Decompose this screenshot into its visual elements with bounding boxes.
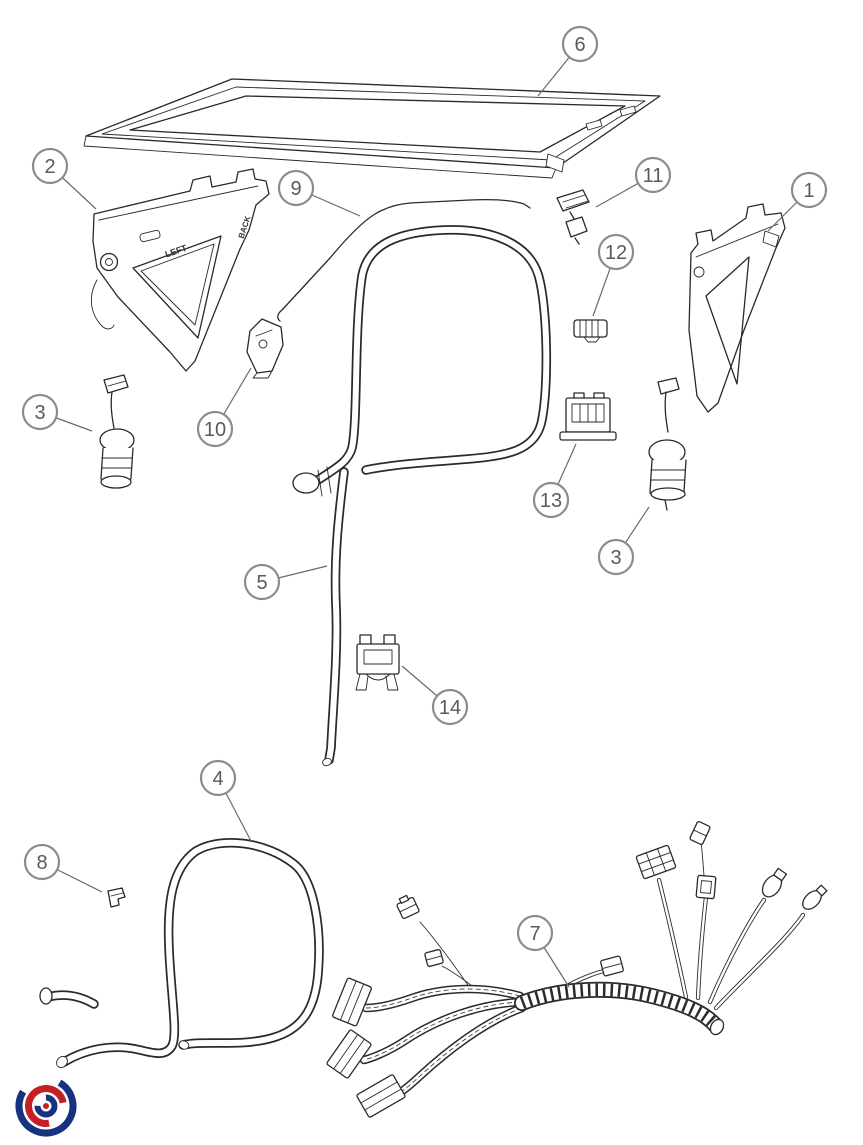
callouts: 6 2 1 9 11 12 3: [21, 25, 828, 988]
callout-label: 3: [610, 547, 621, 569]
callout-circle: [23, 843, 61, 881]
callout-4[interactable]: 4: [199, 759, 252, 842]
callout-6[interactable]: 6: [537, 25, 599, 97]
part-7-wiring-harness: [326, 820, 828, 1118]
callout-3-left[interactable]: 3: [21, 393, 93, 432]
part-11-fastener: [556, 189, 590, 245]
harness-plug-left-1: [396, 894, 420, 920]
harness-plug-round-2: [802, 884, 828, 910]
callout-label: 2: [44, 156, 55, 178]
callout-14[interactable]: 14: [401, 665, 469, 726]
callout-circle: [516, 914, 554, 952]
callout-circle: [532, 481, 570, 519]
callout-label: 6: [574, 34, 585, 56]
callout-label: 5: [256, 572, 267, 594]
callout-circle: [277, 169, 315, 207]
callout-circle: [21, 393, 59, 431]
harness-connector-multipin: [635, 844, 677, 880]
harness-connector-small-mid: [600, 955, 624, 977]
brand-logo: [15, 1075, 77, 1137]
callout-13[interactable]: 13: [532, 443, 577, 519]
part-13-connector: [559, 392, 617, 441]
callout-label: 4: [212, 768, 223, 790]
callout-7[interactable]: 7: [516, 914, 570, 988]
callout-circle: [243, 563, 281, 601]
callout-circle: [199, 759, 237, 797]
part-5-drain-hose: [292, 225, 552, 767]
harness-plug-round-1: [761, 867, 788, 898]
callout-1[interactable]: 1: [767, 171, 828, 232]
callout-3-right[interactable]: 3: [597, 506, 650, 576]
callout-label: 3: [34, 402, 45, 424]
callout-label: 8: [36, 852, 47, 874]
callout-label: 9: [290, 178, 301, 200]
callout-circle: [196, 410, 234, 448]
callout-label: 11: [643, 165, 664, 187]
part-12-clip: [573, 319, 608, 343]
part-6-glass-panel: [83, 78, 661, 179]
part-10-bracket-small: [246, 318, 284, 379]
harness-ribbon-connector-3: [356, 1074, 406, 1118]
callout-label: 12: [605, 242, 627, 264]
harness-ribbon-connector-2: [326, 1029, 372, 1079]
part-8-clip-small: [107, 887, 126, 908]
callout-label: 7: [529, 923, 540, 945]
harness-ribbon-connector-1: [332, 977, 372, 1027]
part-1-bracket-right: [688, 203, 786, 413]
callout-10[interactable]: 10: [196, 367, 252, 448]
callout-9[interactable]: 9: [277, 169, 361, 217]
part-2-bracket-left: LEFT BACK: [91, 168, 270, 372]
callout-label: 14: [439, 697, 461, 719]
callout-12[interactable]: 12: [592, 233, 635, 317]
callout-circle: [31, 147, 69, 185]
harness-plug-left-2: [424, 948, 444, 968]
callout-circle: [597, 233, 635, 271]
part-3-motor-right: [648, 377, 687, 511]
callout-circle: [597, 538, 635, 576]
callout-label: 1: [803, 180, 814, 202]
harness-connector-mid: [695, 874, 717, 900]
callout-5[interactable]: 5: [243, 563, 328, 601]
callout-label: 10: [204, 419, 226, 441]
callout-2[interactable]: 2: [31, 147, 97, 210]
callout-circle: [790, 171, 828, 209]
part-3-motor-left: [99, 374, 135, 489]
callout-circle: [634, 156, 672, 194]
part-14-clip-bracket: [355, 634, 400, 691]
callout-11[interactable]: 11: [595, 156, 672, 208]
callout-circle: [431, 688, 469, 726]
callout-8[interactable]: 8: [23, 843, 103, 893]
part-4-drain-tube: [39, 837, 324, 1069]
part-9-guide-rod: [277, 198, 531, 322]
harness-connector-top: [689, 820, 711, 846]
callout-label: 13: [540, 490, 562, 512]
callout-circle: [561, 25, 599, 63]
